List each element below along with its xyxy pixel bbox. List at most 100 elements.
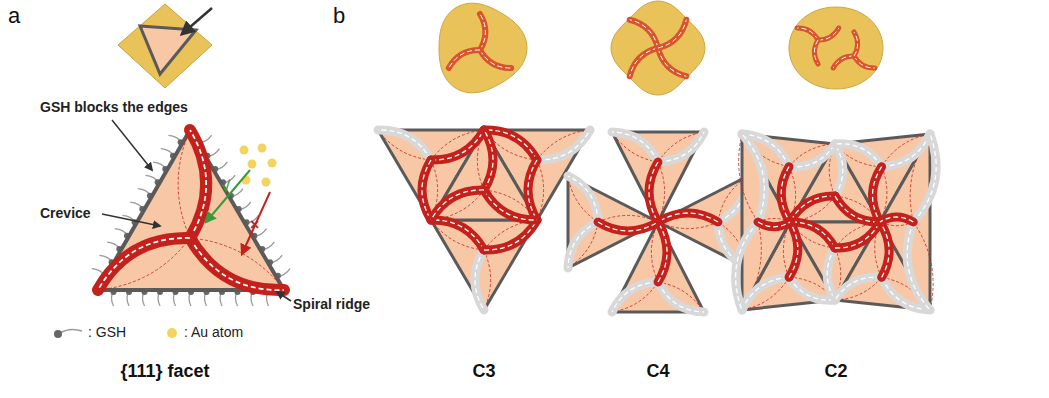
legend-text: : GSH: [88, 325, 126, 340]
allowed-arrow: [206, 170, 250, 222]
ridge-centerline: [880, 217, 913, 222]
spiral-ridge: [190, 238, 284, 290]
spiral-ridge: [758, 222, 790, 227]
ridge-centerline: [612, 282, 658, 312]
ridge-centerline: [190, 238, 284, 290]
au-atom: [268, 159, 277, 168]
panel-caption: C2: [824, 362, 847, 382]
spiral-ridge: [835, 277, 882, 300]
ridge-centerline: [649, 162, 658, 222]
ridge-centerline: [873, 167, 882, 222]
crevice-line: [431, 220, 484, 250]
spiral-ridge: [630, 48, 658, 76]
leader-line: [277, 292, 291, 301]
c4-net: [568, 132, 748, 312]
spiral-ridge: [630, 20, 658, 48]
ridge-centerline: [568, 176, 598, 222]
c3-net: [378, 130, 590, 310]
legend-text: : Au atom: [184, 325, 243, 340]
ridge-centerline: [537, 130, 590, 160]
ridge-centerline: [658, 20, 686, 48]
ridge-centerline: [484, 220, 537, 250]
cross-mark: ×: [250, 216, 259, 234]
spiral-ridge: [480, 50, 511, 68]
spiral-ridge: [736, 222, 758, 310]
ridge-centerline: [528, 160, 537, 220]
spiral-ridge: [907, 222, 930, 310]
crevice-line: [742, 277, 789, 310]
crevice-line: [612, 282, 658, 312]
ridge-centerline: [431, 190, 484, 220]
ridge-centerline: [630, 20, 658, 48]
facet-triangle: [880, 134, 930, 310]
ridge-centerline: [827, 248, 835, 300]
ridge-centerline: [814, 40, 818, 64]
panel-caption: C4: [646, 362, 669, 382]
spiral-ridge: [649, 162, 658, 222]
ridge-centerline: [598, 222, 658, 231]
crevice-line: [658, 162, 665, 222]
spiral-ridge: [484, 130, 493, 190]
blocked-arrow: [242, 192, 270, 254]
spiral-ridge: [882, 134, 930, 167]
spiral-ridge: [658, 222, 667, 282]
crevice-line: [537, 130, 590, 160]
ridge-centerline: [658, 222, 667, 282]
highlighted-facet: [140, 26, 196, 74]
ridge-centerline: [449, 50, 480, 68]
au-atom: [258, 144, 267, 153]
ridge-centerline: [431, 130, 484, 160]
facet-triangle: [98, 130, 284, 290]
ridge-centerline: [882, 134, 930, 167]
ridge-centerline: [758, 222, 790, 227]
spiral-ridge: [480, 14, 485, 50]
crevice-line: [789, 144, 835, 167]
spiral-ridge: [873, 167, 882, 222]
leader-line: [102, 214, 160, 226]
ridge-centerline: [818, 28, 839, 40]
spiral-ridge: [658, 282, 704, 312]
crevice-line: [431, 190, 484, 220]
ridge-centerline: [880, 222, 889, 277]
leader-line: [112, 120, 152, 170]
panel-caption: C3: [472, 362, 495, 382]
spiral-ridge: [658, 132, 704, 162]
spiral-ridge: [742, 277, 789, 310]
ridge-centerline: [658, 282, 704, 312]
crevice-line: [651, 222, 658, 282]
spiral-ridge: [789, 222, 798, 277]
crevice-line: [537, 160, 544, 220]
ridge-centerline: [431, 220, 484, 250]
ridge-centerline: [658, 48, 686, 76]
crevice-line: [835, 277, 882, 300]
ridge-centerline: [630, 48, 658, 76]
callout-label: Spiral ridge: [293, 297, 370, 312]
spiral-ridge: [658, 213, 718, 222]
crevice-line: [568, 222, 598, 268]
au-atom: [240, 146, 249, 155]
spiral-ridge: [880, 217, 913, 222]
ridge-centerline: [913, 134, 936, 222]
spiral-ridge: [854, 56, 875, 68]
spiral-ridge: [598, 222, 658, 231]
ridge-centerline: [742, 134, 764, 222]
ridge-centerline: [480, 50, 511, 68]
spiral-ridge: [449, 50, 480, 68]
ridge-centerline: [484, 130, 493, 190]
spiral-ridge: [827, 248, 835, 300]
crevice-line: [190, 238, 284, 290]
facet-triangle: [431, 220, 537, 310]
crevice-line: [598, 215, 658, 222]
spiral-ridge: [475, 250, 484, 310]
spiral-ridge: [742, 134, 764, 222]
ridge-centerline: [190, 130, 206, 238]
ridge-centerline: [833, 56, 854, 68]
ridge-centerline: [781, 167, 790, 222]
ridge-centerline: [658, 132, 704, 162]
ridge-centerline: [797, 28, 818, 40]
spiral-ridge: [528, 160, 537, 220]
spiral-ridge: [818, 28, 839, 40]
ridge-centerline: [789, 222, 798, 277]
